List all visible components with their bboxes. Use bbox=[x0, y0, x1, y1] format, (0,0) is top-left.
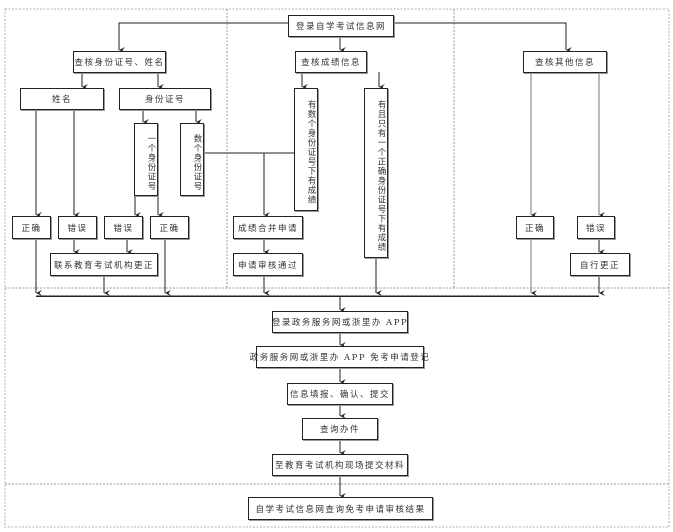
final-result-box: 自学考试信息网查询免考申请审核结果 bbox=[248, 497, 433, 520]
step-fill-confirm-submit: 信息填报、确认、提交 bbox=[287, 383, 393, 405]
merge-apply-box: 成绩合并申请 bbox=[233, 216, 303, 239]
id-correct-box: 正确 bbox=[150, 216, 189, 239]
step-login-gov-portal: 登录政务服务网或浙里办 APP bbox=[272, 311, 408, 333]
start-box: 登录自学考试信息网 bbox=[288, 15, 394, 37]
other-correct-box: 正确 bbox=[516, 216, 554, 239]
step-submit-materials: 至教育考试机构现场提交材料 bbox=[272, 454, 408, 476]
name-wrong-box: 错误 bbox=[58, 216, 97, 239]
contact-exam-authority-box: 联系教育考试机构更正 bbox=[50, 253, 158, 276]
id-number-box: 身份证号 bbox=[119, 88, 211, 110]
section-frame bbox=[4, 8, 670, 528]
self-correct-box: 自行更正 bbox=[570, 253, 630, 276]
name-box: 姓名 bbox=[20, 88, 104, 110]
other-wrong-box: 错误 bbox=[577, 216, 615, 239]
one-id-box: 一个身份证号 bbox=[134, 123, 158, 196]
step-exemption-register: 政务服务网或浙里办 APP 免考申请登记 bbox=[250, 346, 429, 368]
connector bbox=[118, 22, 288, 53]
connector bbox=[393, 22, 572, 53]
step-query-case: 查询办件 bbox=[302, 418, 378, 440]
id-wrong-box: 错误 bbox=[104, 216, 143, 239]
check-other-info-box: 查核其他信息 bbox=[523, 51, 607, 73]
apply-approved-box: 申请审核通过 bbox=[233, 253, 303, 276]
check-scores-box: 查核成绩信息 bbox=[295, 51, 367, 73]
multi-id-scores-box: 有数个身份证号下有成绩 bbox=[294, 88, 318, 211]
multi-id-box: 数个身份证号 bbox=[180, 123, 204, 196]
single-id-scores-box: 有且只有一个正确身份证号下有成绩 bbox=[364, 88, 388, 258]
name-correct-box: 正确 bbox=[12, 216, 51, 239]
check-id-name-box: 查核身份证号、姓名 bbox=[73, 51, 166, 73]
